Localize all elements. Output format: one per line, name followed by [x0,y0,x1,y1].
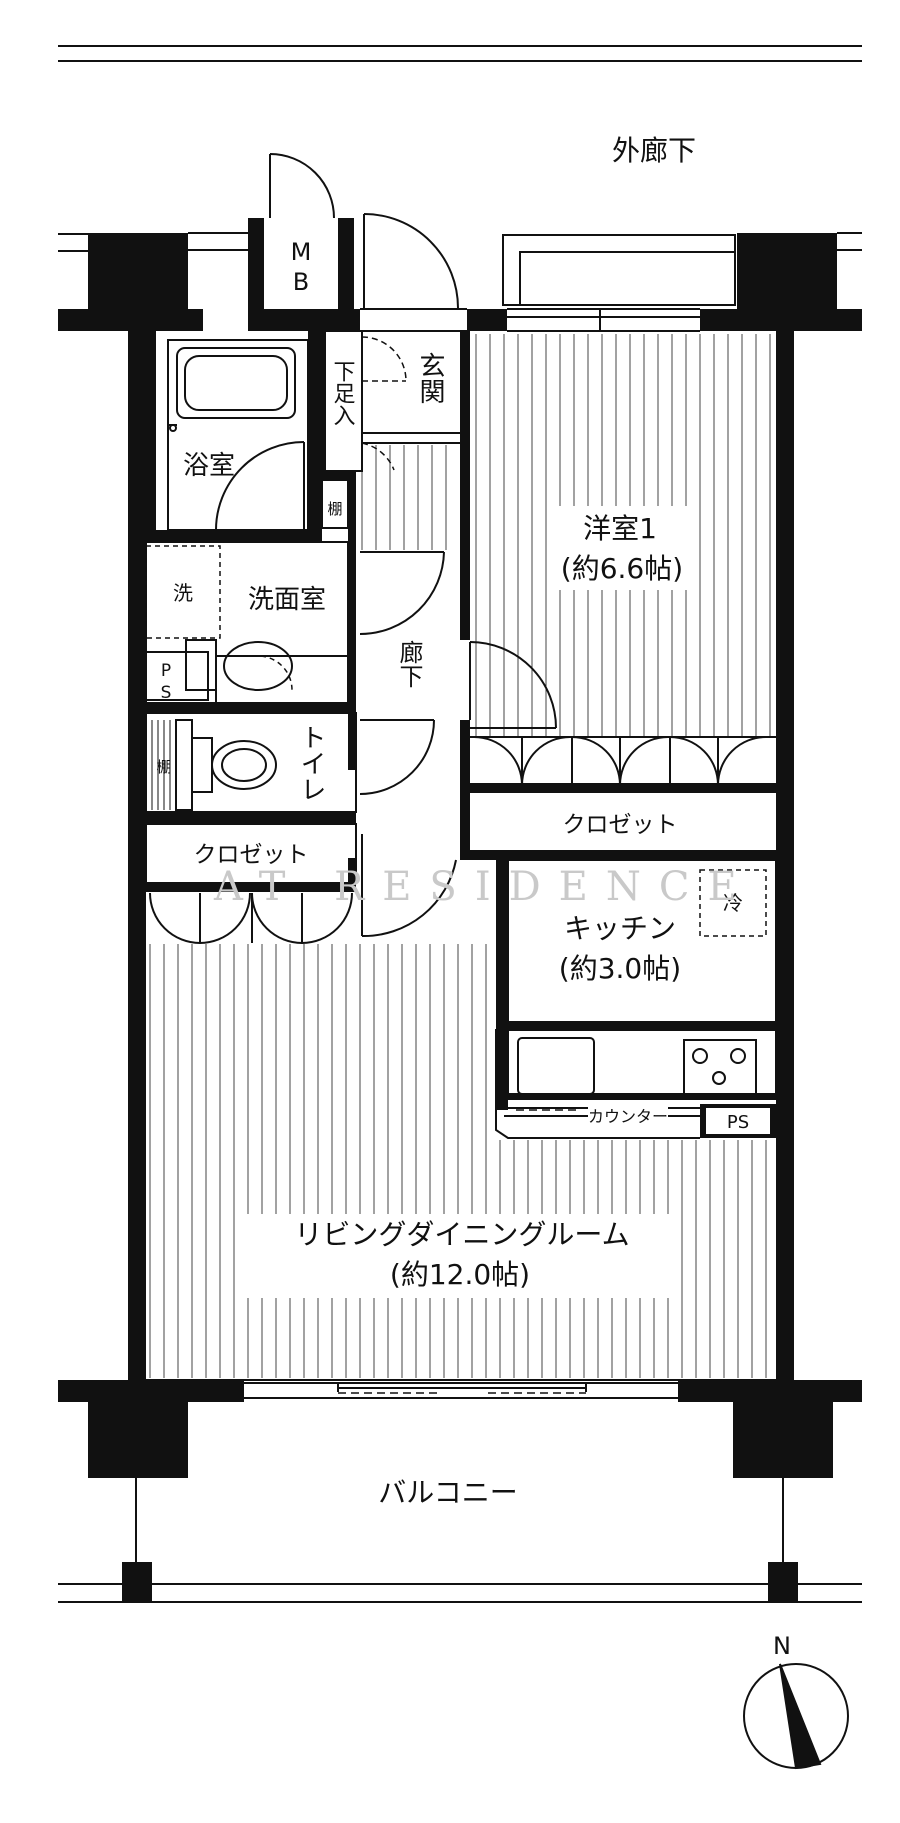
mb-door [269,153,335,219]
kitchen-size: (約3.0帖) [559,952,681,985]
labels: 外廊下 M B 下足入 玄関 浴室 棚 洗 洗面室 P S 廊下 棚 トイレ ク… [156,134,790,1660]
closet-left-label: クロゼット [194,842,309,868]
floor-mask [548,506,698,590]
kitchen-sink-icon [517,1037,595,1095]
washbasin-icon [223,641,293,691]
entrance-label: 玄関 [415,352,445,404]
fridge-label: 冷 [723,891,743,915]
entrance-door [360,213,467,332]
watermark: AT RESIDENCE [213,864,755,910]
washroom-label: 洗面室 [248,585,326,615]
ps-right-box [706,1108,770,1134]
ps-left-label-2: S [161,683,172,703]
fridge-space [699,869,767,937]
hall-doors [359,551,457,938]
shelf-toilet-label: 棚 [156,758,171,776]
washroom [145,541,349,704]
western-room-size: (約6.6帖) [561,552,683,585]
shoe-box-doors [361,336,407,471]
shelf-upper-box [321,479,349,529]
closet-right-label: クロゼット [563,812,678,838]
meter-box-label: M [291,238,312,266]
north-arrow-icon [743,1663,849,1770]
toilet-icon [211,740,277,790]
western-door [469,641,557,729]
outer-corridor-label: 外廊下 [612,134,696,167]
north-label: N [773,1632,791,1660]
toilet-room [145,712,357,813]
washroom-dashes [145,545,293,691]
toilet-shelf-stripes [151,720,171,810]
kitchen-name: キッチン [564,912,676,945]
washer-label: 洗 [173,581,193,605]
bathroom-label: 浴室 [183,451,235,481]
bathtub-icon [176,347,296,419]
shoe-box [321,330,460,472]
living-room-size: (約12.0帖) [390,1258,530,1291]
bathroom [167,339,309,531]
bottom-boundary [58,1478,862,1603]
shelf-upper-label: 棚 [327,500,342,518]
balcony-label: バルコニー [378,1476,517,1509]
top-boundary [58,45,862,62]
closet-left [145,823,357,944]
closet-right-doors [470,736,776,786]
toilet-label: トイレ [296,724,326,802]
meter-box-label-2: B [293,268,309,296]
western-room-name: 洋室1 [583,512,657,545]
hallway-label: 廊下 [395,640,423,688]
floor-stripes-hall [361,445,447,550]
living-room-name: リビングダイニングルーム [294,1218,629,1251]
shoe-box-label: 下足入 [330,360,356,426]
gas-stove-icon [683,1039,757,1095]
counter-label: カウンター [588,1107,668,1126]
ps-left-label: P [161,661,171,681]
floor-mask [240,1214,680,1298]
windows [188,232,862,1399]
ps-right-label: PS [727,1112,749,1133]
